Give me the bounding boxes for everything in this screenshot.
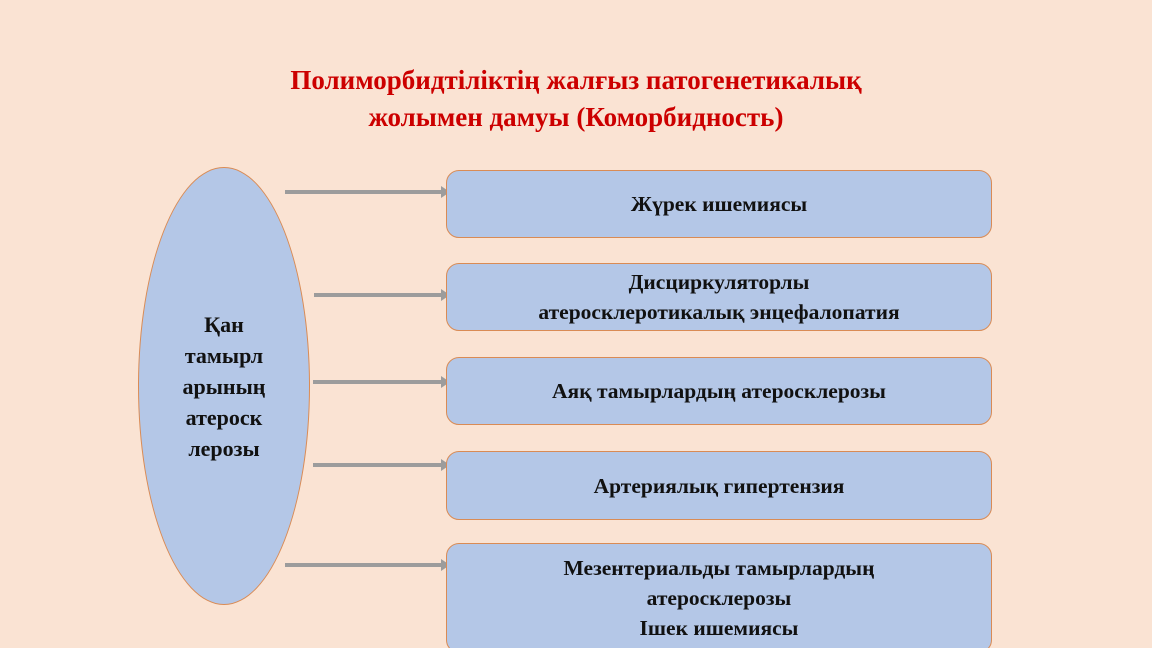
connector-arrow-3	[313, 463, 443, 467]
connector-arrow-0	[285, 190, 443, 194]
node-label-2: Аяқ тамырлардың атеросклерозы	[552, 379, 886, 403]
connector-arrow-2	[313, 380, 443, 384]
node-label-0: Жүрек ишемиясы	[630, 192, 808, 216]
node-box-3: Артериялық гипертензия	[446, 451, 992, 520]
source-node-label: Қан тамырл арының атероск лерозы	[182, 311, 266, 461]
connector-arrow-4	[285, 563, 443, 567]
source-node-ellipse: Қан тамырл арының атероск лерозы	[138, 167, 310, 605]
slide-title-line-1: Полиморбидтіліктің жалғыз патогенетикалы…	[290, 65, 862, 95]
node-box-4: Мезентериальды тамырлардың атеросклерозы…	[446, 543, 992, 648]
connector-arrow-1	[314, 293, 443, 297]
slide-title: Полиморбидтіліктің жалғыз патогенетикалы…	[170, 62, 982, 136]
node-label-4: Мезентериальды тамырлардың атеросклерозы…	[563, 556, 875, 640]
node-box-0: Жүрек ишемиясы	[446, 170, 992, 238]
node-box-2: Аяқ тамырлардың атеросклерозы	[446, 357, 992, 425]
slide-title-line-2: жолымен дамуы (Коморбидность)	[368, 102, 784, 132]
node-box-1: Дисциркуляторлы атеросклеротикалық энцеф…	[446, 263, 992, 331]
node-label-3: Артериялық гипертензия	[593, 473, 845, 498]
node-label-1: Дисциркуляторлы атеросклеротикалық энцеф…	[538, 270, 900, 324]
